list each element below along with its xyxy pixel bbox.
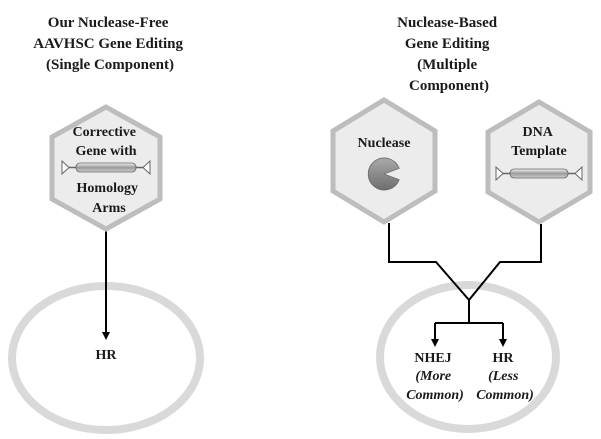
template-connector (468, 224, 542, 301)
corrective-gene-label: Corrective Gene with (73, 125, 140, 159)
dna-template-hexagon (485, 99, 593, 225)
hr-note: (Less Common) (476, 369, 534, 403)
hr-note-line: Common) (476, 388, 534, 403)
nhej-note: (More Common) (406, 369, 464, 403)
nuclease-enzyme-icon (367, 157, 400, 191)
template-line: Template (511, 144, 566, 159)
nhej-outcome: NHEJ (414, 351, 451, 366)
corrective-gene-label-bottom: Homology Arms (77, 181, 142, 216)
right-title-line: Component) (409, 78, 489, 94)
left-outcome-hr: HR (96, 348, 118, 363)
hexagon-line: Corrective (73, 125, 136, 140)
right-title-line: Nuclease-Based (397, 15, 498, 31)
left-title-line: Our Nuclease-Free (48, 15, 169, 31)
nhej-note-line: Common) (406, 388, 464, 403)
left-panel: Our Nuclease-Free AAVHSC Gene Editing (S… (8, 15, 204, 434)
dna-template-icon (495, 165, 583, 182)
hexagon-line: Gene with (75, 144, 136, 159)
right-panel: Nuclease-Based Gene Editing (Multiple Co… (330, 15, 593, 433)
left-title-line: AAVHSC Gene Editing (33, 36, 183, 52)
nuclease-connector (388, 223, 470, 301)
right-cell (376, 281, 560, 433)
hexagon-line: Arms (92, 201, 126, 216)
hexagon-line: Homology (77, 181, 138, 196)
nuclease-label: Nuclease (358, 136, 411, 151)
template-line: DNA (522, 125, 553, 140)
hr-outcome: HR (493, 351, 515, 366)
right-title-line: (Multiple (417, 57, 477, 73)
left-title: Our Nuclease-Free AAVHSC Gene Editing (S… (33, 15, 187, 73)
dna-construct-icon (61, 159, 151, 176)
hr-note-line: (Less (488, 369, 519, 384)
right-title: Nuclease-Based Gene Editing (Multiple Co… (397, 15, 501, 94)
left-title-line: (Single Component) (46, 57, 174, 73)
right-title-line: Gene Editing (405, 36, 490, 52)
dna-template-label: DNA Template (511, 125, 566, 159)
nhej-note-line: (More (415, 369, 451, 384)
